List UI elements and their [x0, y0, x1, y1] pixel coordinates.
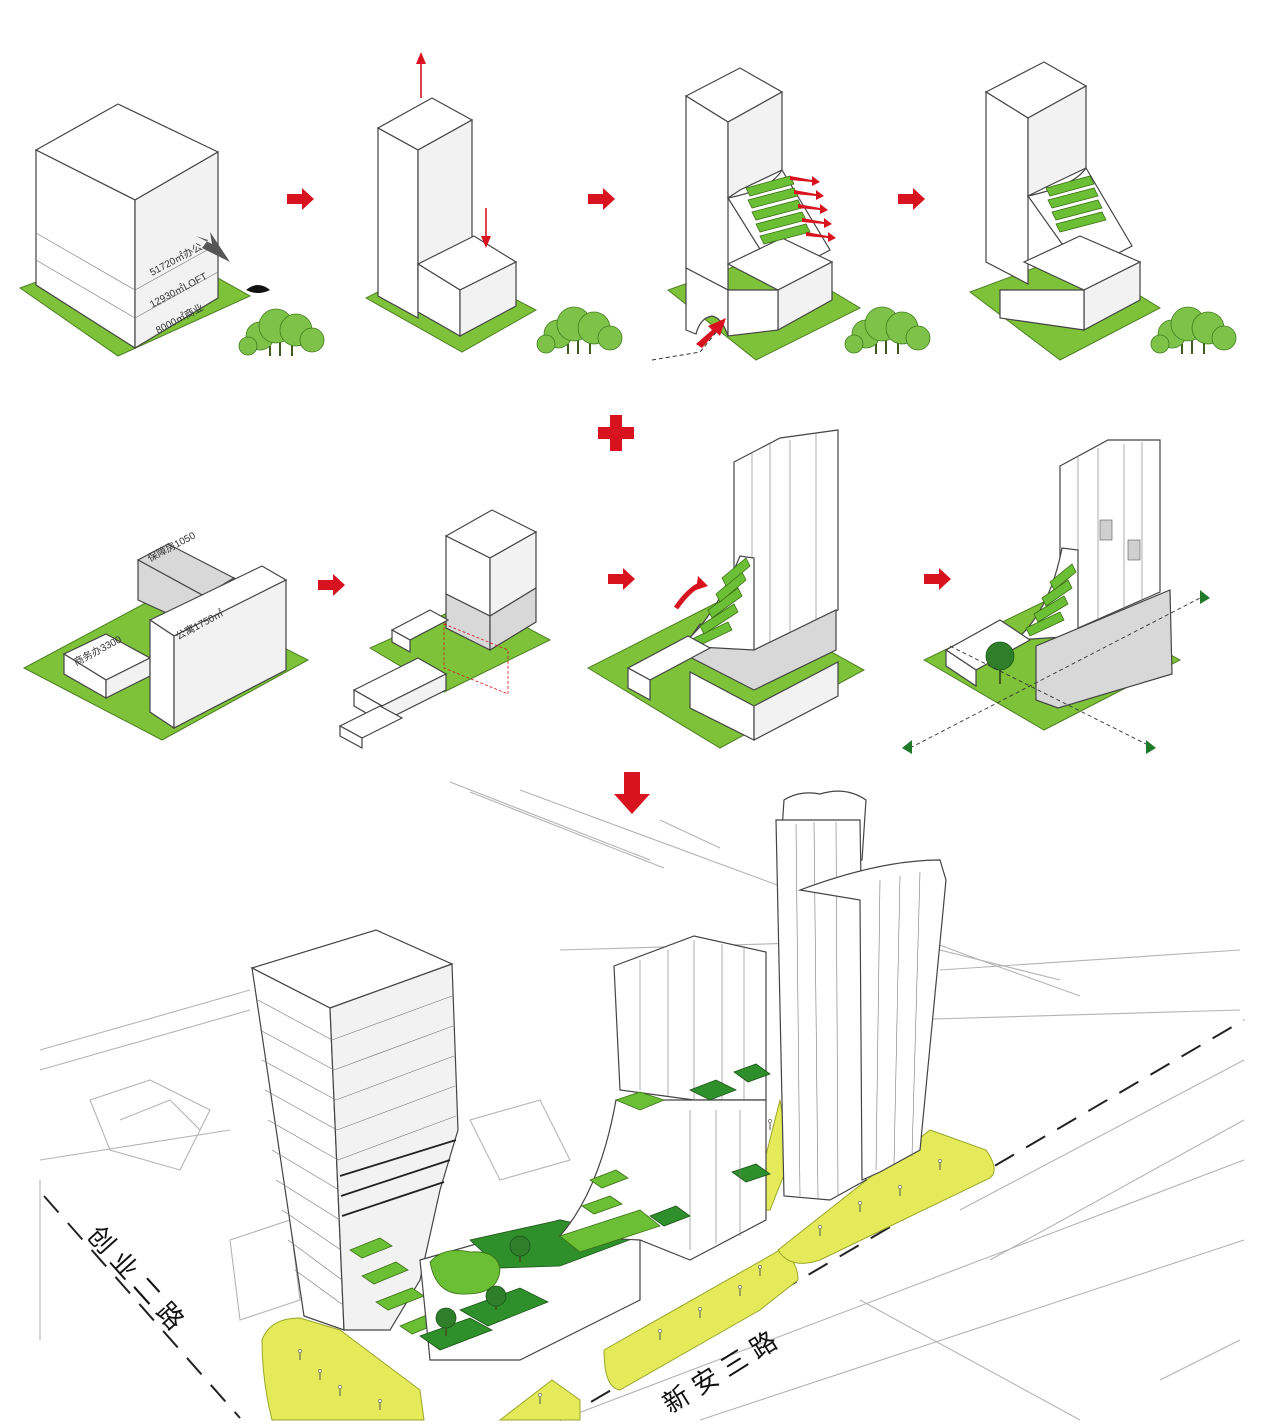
terrace-steps — [745, 175, 811, 245]
residential-terraces — [559, 1063, 771, 1253]
road-label-left: 创 业 二 路 — [81, 1221, 189, 1337]
office-tower — [250, 929, 459, 1335]
plus-icon — [598, 415, 634, 451]
next-step-arrow-icon — [287, 188, 314, 210]
flow-arrow-icon — [902, 740, 912, 754]
office-floor-lines — [257, 995, 457, 1306]
tree-icon — [1150, 306, 1237, 355]
terrace-steps — [1045, 175, 1107, 233]
terrace-steps — [689, 557, 751, 649]
tree-icon — [238, 308, 325, 357]
tree-icon — [536, 306, 623, 355]
tree-icon — [844, 306, 931, 355]
next-step-arrow-icon — [588, 188, 615, 210]
row1-step4-final-mass — [968, 61, 1237, 361]
row1-step3-terraced-mass — [651, 67, 931, 361]
tree-icon — [509, 1235, 531, 1262]
rotate-arrow-icon — [696, 576, 708, 590]
tree-icon — [435, 1307, 457, 1336]
view-direction-arrow-icon — [196, 232, 230, 262]
eye-icon — [246, 285, 270, 293]
flow-axis — [949, 645, 1147, 745]
raise-up-arrow-icon — [416, 52, 426, 64]
expand-arrows — [790, 176, 836, 242]
tree-icon — [485, 1285, 507, 1310]
push-down-arrow-icon — [481, 236, 491, 248]
row1-step1-base-mass: 51720㎡办公 12930㎡LOFT 8000㎡商业 — [18, 103, 325, 357]
tree-icon — [985, 641, 1015, 684]
row2-step3-residential-tower — [586, 429, 866, 749]
row2-step1-existing-buildings: 保障房1050 商务办3300 公寓1750㎡ — [22, 528, 310, 741]
flow-axis — [909, 597, 1201, 749]
flow-arrow-icon — [1146, 740, 1156, 754]
next-step-arrow-icon — [318, 574, 345, 596]
podium-roof-garden — [419, 1219, 642, 1361]
residential-tower-tall — [775, 790, 947, 1201]
next-step-arrow-icon — [924, 568, 951, 590]
next-step-arrow-icon — [898, 188, 925, 210]
context-roads — [39, 781, 1245, 1421]
next-step-arrow-icon — [608, 568, 635, 590]
row2-step2-stacked-tower — [338, 509, 552, 750]
residential-tower-middle — [558, 935, 771, 1261]
row1-step2-split-mass — [364, 52, 623, 355]
terrace-steps — [1025, 563, 1077, 637]
entry-arrow-icon — [696, 318, 726, 348]
flow-arrow-icon — [1200, 590, 1210, 604]
result-down-arrow-icon — [614, 772, 650, 814]
row2-step4-final-complex — [902, 439, 1210, 754]
